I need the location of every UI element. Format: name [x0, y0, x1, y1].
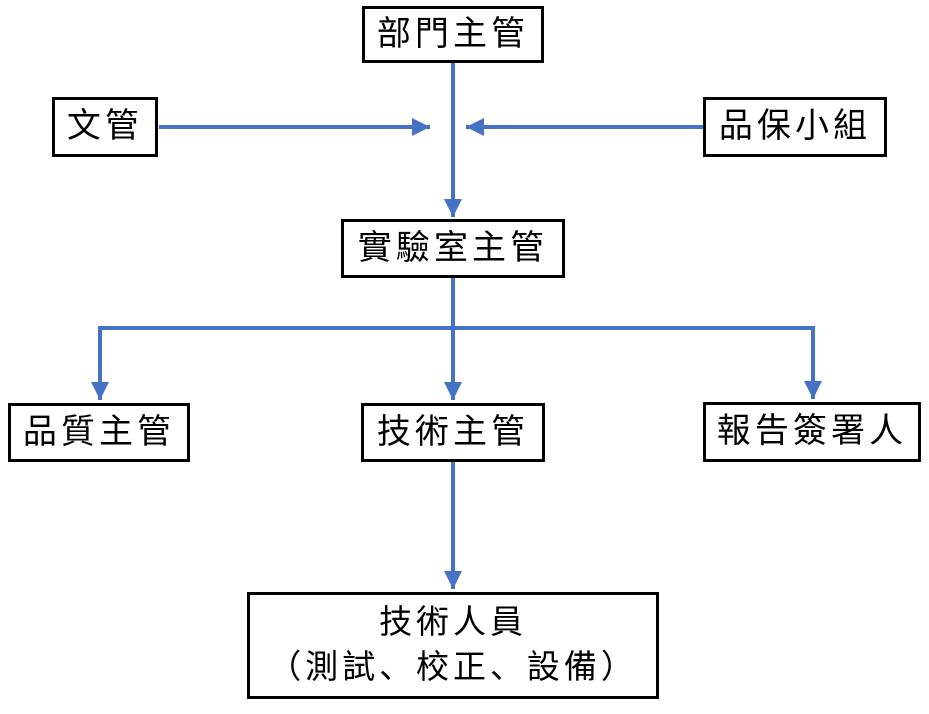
node-quality-head-label: 品質主管	[22, 413, 176, 451]
node-tech-staff: 技術人員 （測試、校正、設備）	[247, 592, 659, 699]
node-document-control-label: 文管	[66, 108, 144, 146]
node-tech-staff-label-line1: 技術人員	[379, 604, 527, 641]
node-qa-team: 品保小組	[703, 97, 887, 157]
node-report-signatory: 報告簽署人	[703, 402, 921, 462]
node-tech-head: 技術主管	[361, 403, 545, 462]
node-document-control: 文管	[52, 97, 158, 157]
node-qa-team-label: 品保小組	[718, 108, 872, 146]
node-tech-staff-label-line2: （測試、校正、設備）	[268, 649, 638, 686]
node-tech-head-label: 技術主管	[376, 413, 530, 451]
node-lab-head-label: 實驗室主管	[357, 229, 549, 267]
node-department-head-label: 部門主管	[376, 15, 530, 53]
node-lab-head: 實驗室主管	[341, 219, 565, 278]
node-report-signatory-label: 報告簽署人	[716, 413, 908, 451]
node-quality-head: 品質主管	[8, 403, 190, 462]
node-department-head: 部門主管	[362, 6, 544, 63]
